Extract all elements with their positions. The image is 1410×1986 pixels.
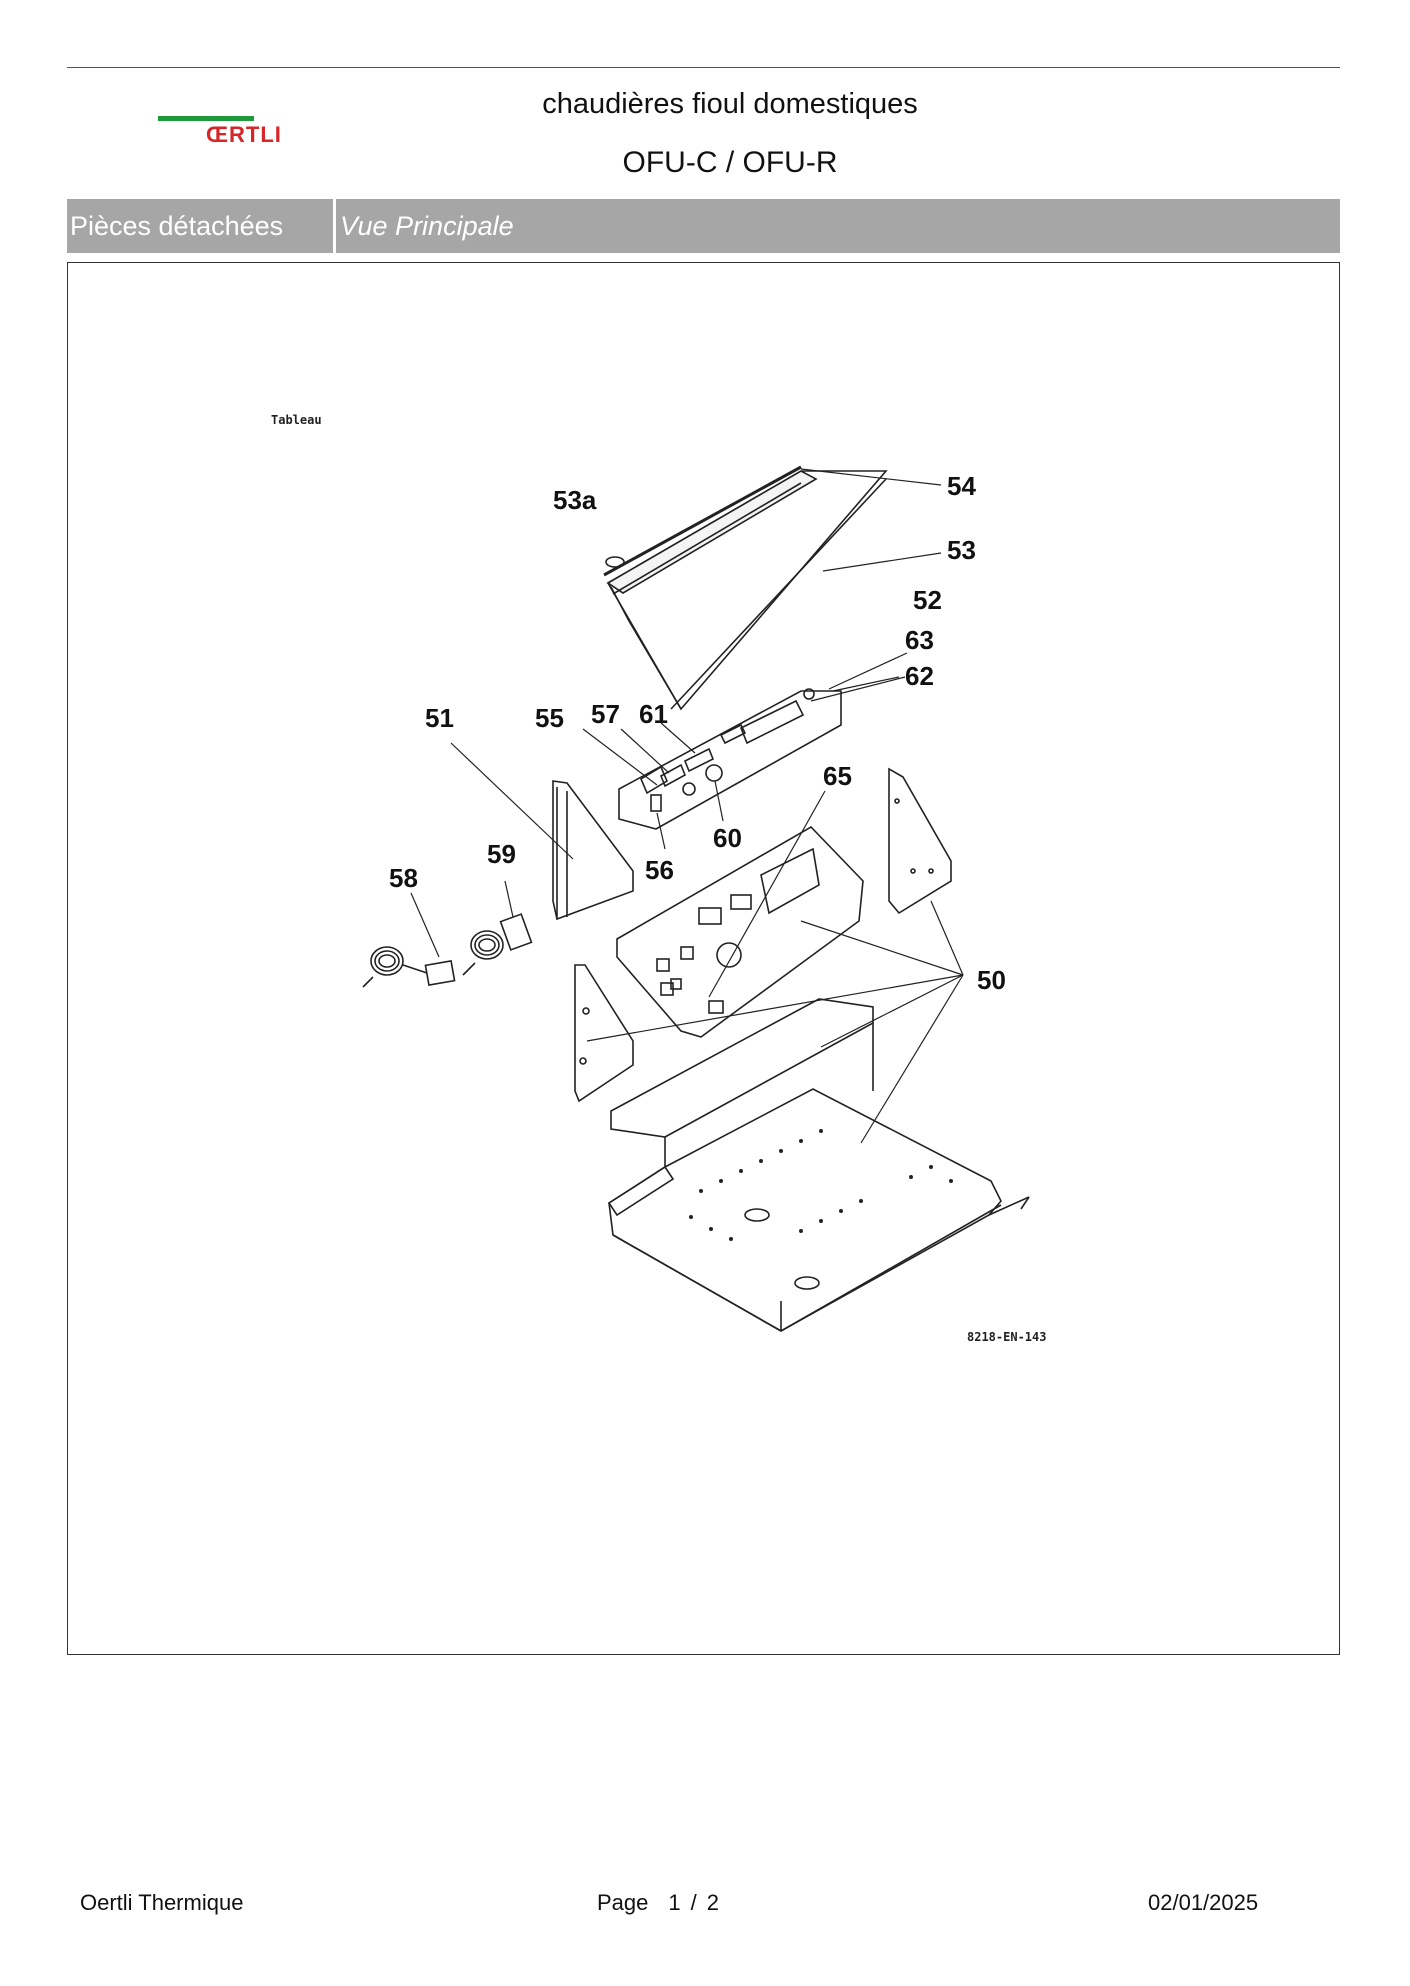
callout-57: 57 bbox=[591, 699, 620, 729]
thermostat-58 bbox=[362, 946, 456, 988]
page-separator: / bbox=[690, 1890, 697, 1915]
side-panel-left-50 bbox=[574, 964, 634, 1103]
cover-panel-53 bbox=[606, 470, 888, 711]
clip-53a bbox=[605, 556, 625, 568]
oertli-logo: ŒRTLI bbox=[158, 112, 308, 152]
base-tray-50 bbox=[607, 1088, 1030, 1332]
callout-54: 54 bbox=[947, 471, 976, 501]
drawing-reference: 8218-EN-143 bbox=[967, 1330, 1046, 1344]
page-total: 2 bbox=[706, 1890, 720, 1915]
callout-59: 59 bbox=[487, 839, 516, 869]
logo-green-bar bbox=[158, 116, 254, 121]
top-rule bbox=[67, 67, 1340, 68]
callout-63: 63 bbox=[905, 625, 934, 655]
logo-wordmark: ŒRTLI bbox=[206, 122, 282, 147]
callout-56: 56 bbox=[645, 855, 674, 885]
callout-53a: 53a bbox=[553, 485, 597, 515]
view-label: Vue Principale bbox=[340, 211, 514, 241]
diagram-caption: Tableau bbox=[271, 413, 322, 427]
side-panel-right-50 bbox=[888, 767, 952, 915]
callout-52: 52 bbox=[913, 585, 942, 615]
callout-62: 62 bbox=[905, 661, 934, 691]
section-divider bbox=[333, 199, 336, 253]
callout-53: 53 bbox=[947, 535, 976, 565]
footer-pagination: Page 1 / 2 bbox=[597, 1890, 719, 1916]
control-panel-52 bbox=[618, 688, 842, 830]
front-panel-50 bbox=[616, 825, 864, 1038]
rod-54 bbox=[603, 465, 802, 577]
page-label: Page bbox=[597, 1890, 649, 1915]
footer-company: Oertli Thermique bbox=[80, 1890, 244, 1915]
footer-date: 02/01/2025 bbox=[1148, 1890, 1259, 1915]
callout-58: 58 bbox=[389, 863, 418, 893]
callout-51: 51 bbox=[425, 703, 454, 733]
callout-65: 65 bbox=[823, 761, 852, 791]
exploded-view-diagram: Tableau bbox=[271, 413, 1046, 1344]
callout-61: 61 bbox=[639, 699, 668, 729]
diagram-frame: Tableau bbox=[67, 262, 1340, 1655]
section-header-band: Pièces détachées Vue Principale bbox=[67, 199, 1340, 253]
callout-60: 60 bbox=[713, 823, 742, 853]
document-subtitle: OFU-C / OFU-R bbox=[622, 146, 838, 179]
callout-55: 55 bbox=[535, 703, 564, 733]
thermostat-59 bbox=[462, 913, 533, 976]
document-title: chaudières fioul domestiques bbox=[542, 88, 918, 120]
side-panel-51 bbox=[552, 780, 634, 921]
section-label: Pièces détachées bbox=[70, 211, 284, 241]
page-current: 1 bbox=[668, 1890, 681, 1915]
callout-50: 50 bbox=[977, 965, 1006, 995]
